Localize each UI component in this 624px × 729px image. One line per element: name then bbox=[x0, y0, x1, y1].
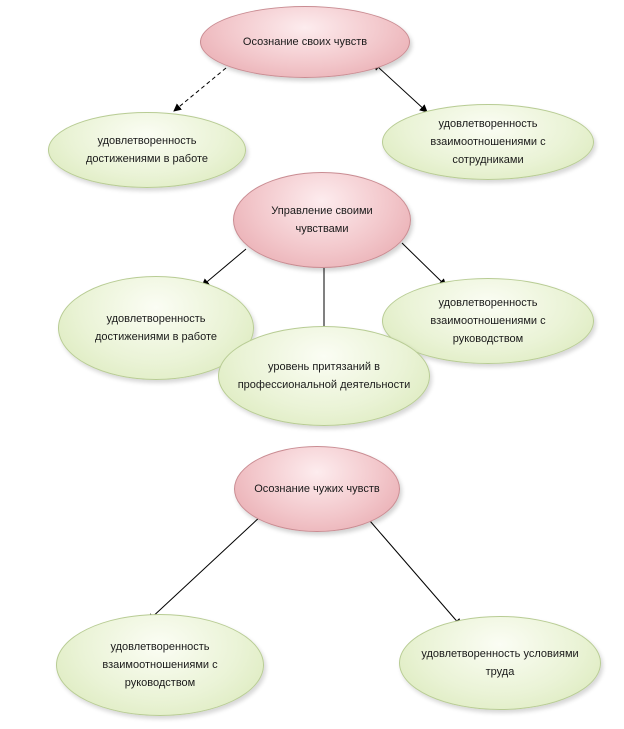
connector-awareness-others-to-conditions bbox=[369, 520, 462, 627]
node-satisfaction-relations-colleagues: удовлетворенность взаимоотношениями с со… bbox=[382, 104, 594, 180]
node-label: Осознание чужих чувств bbox=[254, 483, 380, 495]
connector-awareness-others-management bbox=[147, 510, 268, 622]
node-managing-own-feelings: Управление своими чувствами bbox=[233, 172, 411, 268]
node-aspiration-level: уровень притязаний в профессиональной де… bbox=[218, 326, 430, 426]
node-satisfaction-conditions: удовлетворенность условиями труда bbox=[399, 616, 601, 710]
node-label: Осознание своих чувств bbox=[242, 36, 368, 48]
connector-managing-to-achievements bbox=[201, 248, 247, 287]
node-label: удовлетворенность достижениями в работе bbox=[95, 313, 217, 343]
node-label: удовлетворенность взаимоотношениями с со… bbox=[430, 118, 546, 166]
node-label: удовлетворенность взаимоотношениями с ру… bbox=[102, 641, 218, 689]
node-satisfaction-relations-management-bottom: удовлетворенность взаимоотношениями с ру… bbox=[56, 614, 264, 716]
node-label: удовлетворенность взаимоотношениями с ру… bbox=[430, 297, 546, 345]
node-label: удовлетворенность условиями труда bbox=[421, 648, 579, 678]
node-label: удовлетворенность достижениями в работе bbox=[86, 135, 208, 165]
node-satisfaction-relations-management-mid: удовлетворенность взаимоотношениями с ру… bbox=[382, 278, 594, 364]
node-awareness-others-feelings: Осознание чужих чувств bbox=[234, 446, 400, 532]
node-label: Управление своими чувствами bbox=[271, 205, 373, 235]
node-awareness-own-feelings: Осознание своих чувств bbox=[200, 6, 410, 78]
connector-awareness-own-colleagues bbox=[372, 62, 428, 113]
node-label: уровень притязаний в профессиональной де… bbox=[237, 361, 411, 391]
connector-managing-to-management bbox=[401, 242, 447, 287]
connector-awareness-own-to-achievements bbox=[173, 67, 227, 112]
node-satisfaction-achievements-top: удовлетворенность достижениями в работе bbox=[48, 112, 246, 188]
